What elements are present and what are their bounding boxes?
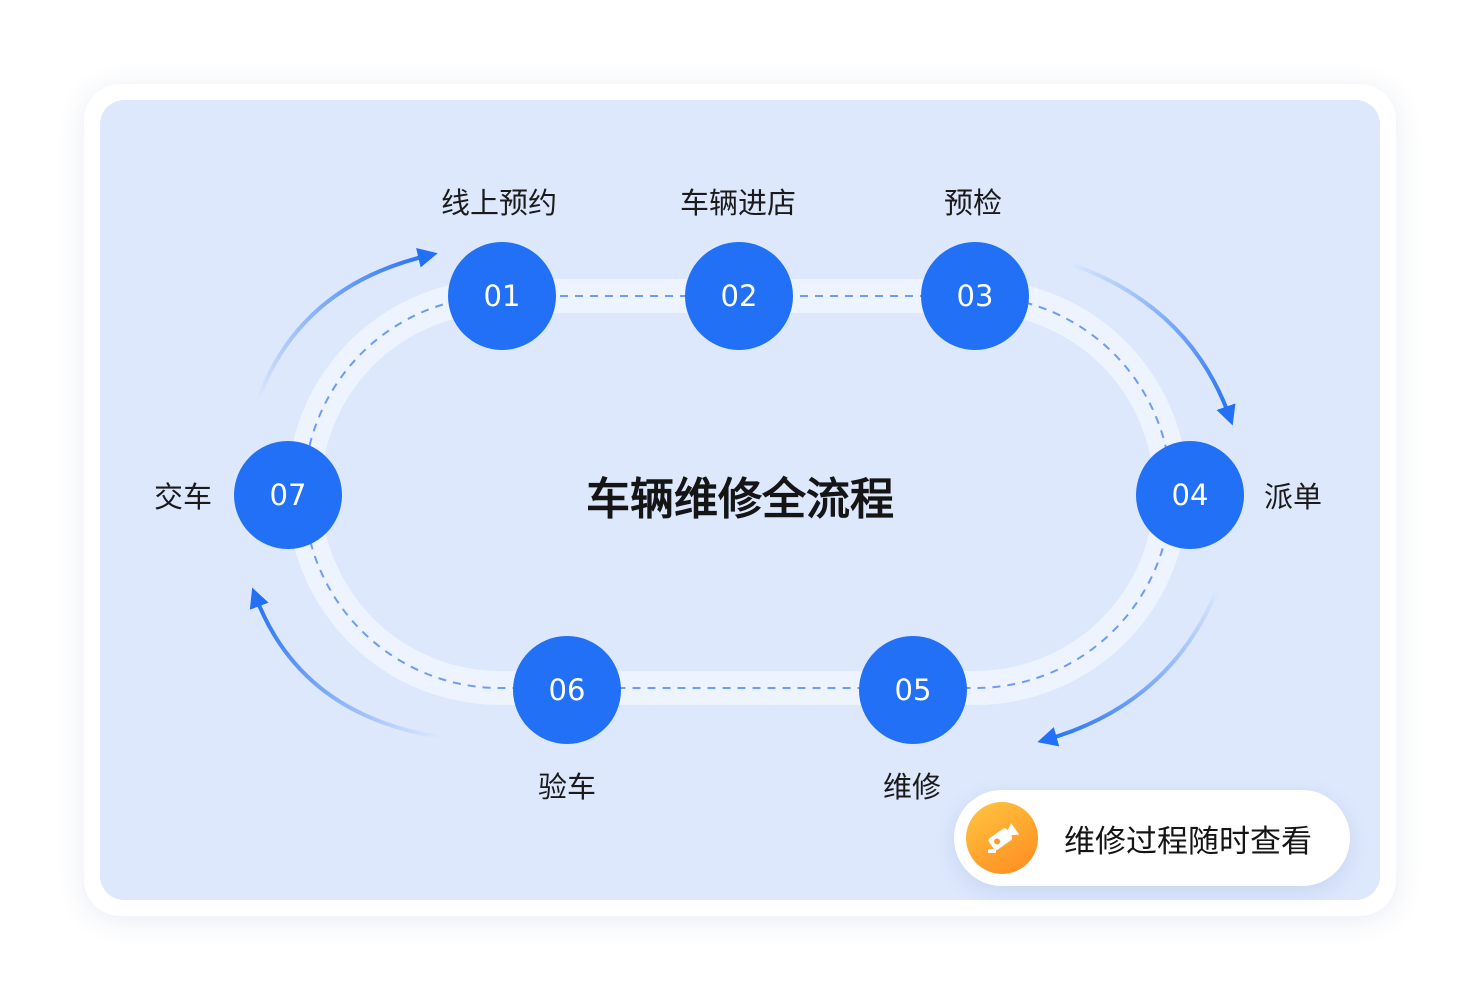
step-node-06: 06 <box>513 636 621 744</box>
step-label-04: 派单 <box>1263 480 1323 514</box>
live-view-badge: 维修过程随时查看 <box>954 790 1350 886</box>
badge-text: 维修过程随时查看 <box>1064 823 1312 860</box>
camera-icon <box>966 802 1038 874</box>
step-node-01: 01 <box>448 242 556 350</box>
diagram-panel: 01 02 03 04 05 06 07 线上预约 车辆进店 预检 派单 维修 … <box>100 100 1380 900</box>
flow-arrow-07-01 <box>256 247 438 402</box>
step-label-07: 交车 <box>153 480 213 514</box>
step-node-05: 05 <box>859 636 967 744</box>
step-label-06: 验车 <box>537 770 597 804</box>
step-node-07: 07 <box>234 441 342 549</box>
step-label-03: 预检 <box>943 186 1003 220</box>
track-band <box>287 279 1188 705</box>
diagram-title: 车辆维修全流程 <box>586 474 894 525</box>
flow-arrow-06-07 <box>249 587 442 739</box>
step-label-05: 维修 <box>882 770 942 804</box>
step-label-02: 车辆进店 <box>679 186 797 220</box>
step-label-01: 线上预约 <box>440 186 558 220</box>
flow-arrow-04-05 <box>1037 586 1220 747</box>
flow-arrow-03-04 <box>1066 261 1236 426</box>
step-node-03: 03 <box>921 242 1029 350</box>
step-node-02: 02 <box>685 242 793 350</box>
step-node-04: 04 <box>1136 441 1244 549</box>
process-track <box>249 247 1236 747</box>
